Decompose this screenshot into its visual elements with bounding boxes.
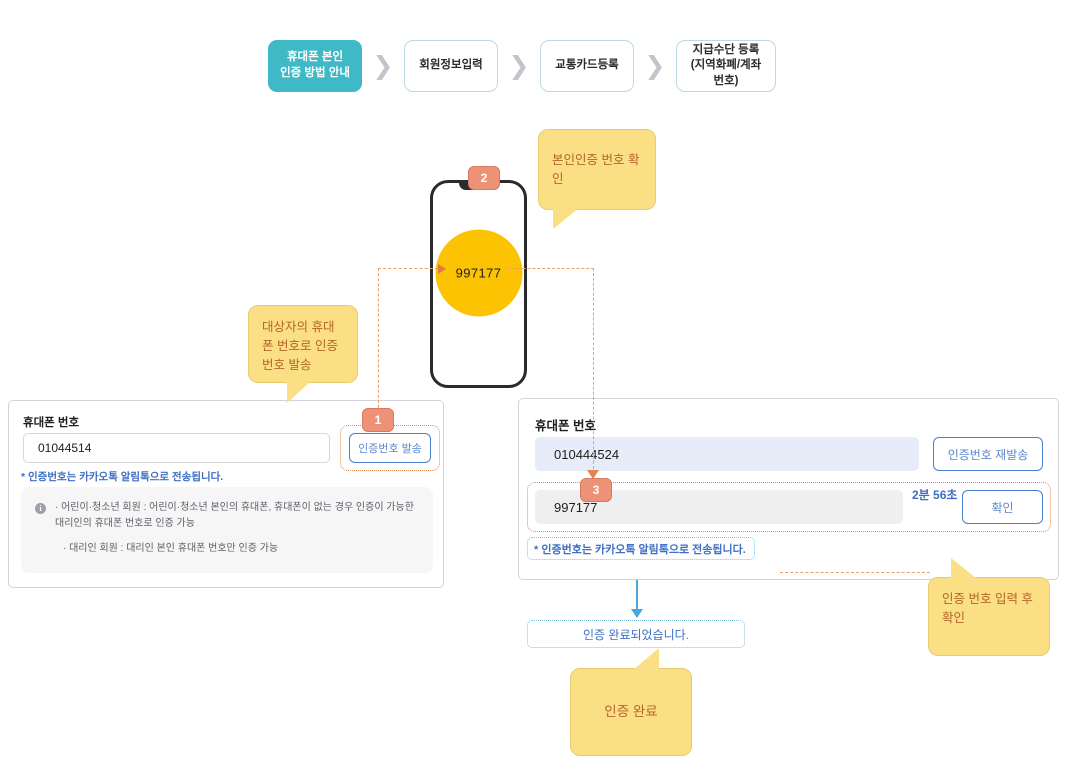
connector-arrow-icon [587, 470, 599, 479]
success-arrow-icon [631, 609, 643, 618]
callout-confirm-text: 인증 번호 입력 후 확인 [942, 592, 1033, 625]
otp-code-bubble: 997177 [435, 229, 522, 317]
step-item-transit-card[interactable]: 교통카드등록 [540, 40, 634, 92]
connector-line-phone-right [508, 268, 594, 269]
left-send-code-button[interactable]: 인증번호 발송 [349, 433, 431, 463]
right-code-highlight [527, 482, 1051, 532]
info-line: · 어린이·청소년 회원 : 어린이·청소년 본인의 휴대폰, 휴대폰이 없는 … [55, 502, 414, 529]
left-phone-label: 휴대폰 번호 [23, 417, 80, 429]
step-badge-3: 3 [580, 478, 612, 502]
connector-line-to-phone-left [378, 268, 438, 269]
callout-tail [951, 558, 977, 579]
phone-mockup: 997177 [430, 180, 527, 388]
callout-auth-complete: 인증 완료 [570, 648, 692, 756]
left-phone-input[interactable]: 01044514 [23, 433, 330, 463]
right-resend-code-button[interactable]: 인증번호 재발송 [933, 437, 1043, 471]
step-badge-2: 2 [468, 166, 500, 190]
right-confirm-button[interactable]: 확인 [962, 490, 1043, 524]
callout-verify-number: 본인인증 번호 확인 [538, 129, 656, 229]
callout-tail [287, 381, 311, 403]
step-item-payment-method[interactable]: 지급수단 등록 (지역화폐/계좌 번호) [676, 40, 776, 92]
callout-send-to-target: 대상자의 휴대폰 번호로 인증번호 발송 [248, 305, 358, 403]
chevron-right-icon: ❯ [372, 51, 394, 80]
callout-done-text: 인증 완료 [604, 703, 658, 719]
chevron-right-icon: ❯ [644, 51, 666, 80]
progress-stepper: 휴대폰 본인 인증 방법 안내 ❯ 회원정보입력 ❯ 교통카드등록 ❯ 지급수단… [268, 40, 776, 92]
right-phone-input[interactable]: 010444524 [535, 437, 919, 471]
right-phone-label: 휴대폰 번호 [535, 419, 596, 433]
success-message-box: 인증 완료되었습니다. [527, 620, 745, 648]
callout-tail [633, 648, 659, 670]
countdown-timer: 2분 56초 [912, 488, 958, 502]
step-item-phone-auth-guide[interactable]: 휴대폰 본인 인증 방법 안내 [268, 40, 362, 92]
callout-send-text: 대상자의 휴대폰 번호로 인증번호 발송 [262, 320, 338, 372]
callout-tail [553, 208, 579, 229]
otp-pointer-icon [438, 264, 446, 274]
connector-line-field-drop [593, 455, 594, 480]
step-item-member-info[interactable]: 회원정보입력 [404, 40, 498, 92]
info-line: · 대리인 회원 : 대리인 본인 휴대폰 번호만 인증 가능 [63, 543, 279, 554]
connector-line-down-to-field [593, 268, 594, 464]
info-box: i · 어린이·청소년 회원 : 어린이·청소년 본인의 휴대폰, 휴대폰이 없… [21, 487, 433, 573]
chevron-right-icon: ❯ [508, 51, 530, 80]
callout-verify-text: 본인인증 번호 확인 [552, 152, 640, 186]
right-notice-text: * 인증번호는 카카오톡 알림톡으로 전송됩니다. [527, 537, 755, 560]
success-arrow-line [636, 580, 638, 613]
step-badge-1: 1 [362, 408, 394, 432]
connector-line-badge1-up [378, 268, 379, 408]
left-notice-text: * 인증번호는 카카오톡 알림톡으로 전송됩니다. [21, 471, 224, 483]
callout-after-input-confirm: 인증 번호 입력 후 확인 [928, 558, 1050, 656]
info-icon: i [35, 503, 46, 514]
connector-line-to-confirm-callout [780, 572, 930, 573]
